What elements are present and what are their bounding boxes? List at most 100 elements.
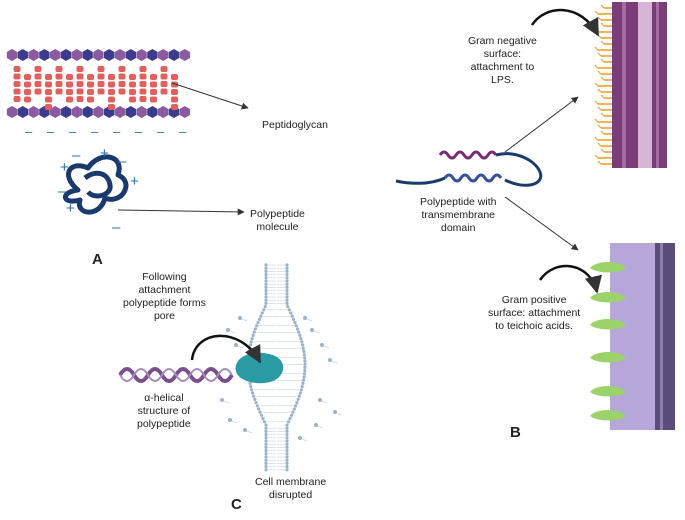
lipid-head — [296, 397, 300, 401]
peptide-bead — [76, 66, 84, 72]
arrow-to-peptidoglycan — [171, 82, 249, 110]
glycan-hexagon — [17, 106, 28, 118]
negative-charge-sign: – — [113, 124, 121, 139]
peptide-bead — [97, 88, 105, 95]
lipid-head — [264, 461, 268, 465]
lipid-head — [252, 394, 256, 398]
lipid-fragment-tail — [313, 330, 320, 334]
lipid-head — [264, 279, 268, 283]
lipid-head — [264, 439, 268, 443]
glycan-hexagon — [158, 49, 169, 61]
peptide-bead — [171, 74, 178, 80]
lipid-head — [264, 449, 268, 453]
arrow-to-gram-negative — [504, 96, 579, 153]
teichoic-acid — [590, 319, 626, 330]
lipid-head — [303, 362, 307, 366]
lps-branch — [597, 16, 602, 21]
glycan-hexagon — [6, 49, 18, 61]
peptide-bead — [139, 73, 147, 80]
glycan-hexagon — [125, 106, 136, 118]
peptide-bead — [66, 96, 73, 103]
lipid-head — [253, 397, 257, 401]
lipid-head — [264, 445, 268, 449]
glycan-hexagon — [147, 106, 158, 118]
lipid-head — [303, 369, 307, 373]
lipid-head — [285, 273, 289, 277]
peptide-bead — [24, 96, 31, 103]
lipid-head — [253, 327, 258, 331]
lipid-head — [294, 404, 298, 408]
lps-branch — [594, 136, 599, 141]
lipid-head — [288, 417, 292, 421]
lipid-fragment-tail — [237, 345, 244, 349]
lipid-fragment-tail — [336, 412, 343, 416]
glycan-hexagon — [17, 49, 28, 61]
peptide-bead — [171, 89, 178, 95]
polypeptide-charges: +–+–++–– — [58, 145, 139, 236]
lipid-head — [264, 266, 268, 270]
lipid-fragment-tail — [229, 330, 236, 334]
lipid-fragment — [320, 343, 324, 347]
negative-charge-sign: – — [179, 124, 187, 139]
curved-arrow-gram-negative — [530, 8, 600, 37]
peptide-bead — [66, 74, 73, 80]
negative-charge-sign: – — [112, 219, 121, 236]
lipid-fragment-tail — [306, 318, 313, 322]
peptide-bead — [139, 96, 147, 102]
lipid-head — [299, 337, 303, 341]
lps-branch — [600, 58, 605, 63]
lipid-head — [285, 436, 289, 440]
lipid-head — [300, 385, 304, 389]
lipid-head — [264, 426, 268, 430]
peptide-bead — [97, 81, 105, 87]
lipid-fragment — [303, 316, 307, 320]
peptide-bead — [76, 96, 84, 102]
lipid-head — [285, 433, 289, 437]
lps-branch — [594, 46, 599, 51]
lipid-fragment — [243, 428, 247, 432]
lipid-head — [285, 295, 289, 299]
lipid-head — [252, 330, 256, 334]
lipid-head — [293, 321, 297, 325]
peptide-bead — [108, 104, 115, 110]
lipid-head — [303, 365, 307, 369]
lps-branch — [600, 112, 605, 117]
lps-branch — [597, 88, 602, 93]
lipid-head — [264, 289, 268, 293]
lipid-head — [285, 279, 289, 283]
glycan-hexagon — [136, 106, 147, 118]
peptide-bead — [13, 88, 21, 95]
peptide-bead — [34, 66, 42, 72]
lipid-head — [297, 394, 301, 398]
lipid-fragment-tail — [317, 425, 324, 429]
peptidoglycan-charges: –––––––– — [25, 124, 187, 139]
peptide-bead — [171, 104, 178, 110]
curved-arrow-pore — [190, 334, 262, 364]
lps-branch — [597, 34, 602, 39]
peptide-bead — [87, 89, 94, 95]
lps-branch — [600, 148, 605, 153]
peptide-bead — [34, 73, 42, 80]
lipid-head — [264, 292, 268, 296]
peptide-bead — [76, 81, 84, 87]
lipid-fragment-tail — [241, 318, 248, 322]
peptide-bead — [129, 74, 136, 80]
lipid-head — [264, 298, 268, 302]
lipid-head — [264, 295, 268, 299]
positive-charge-sign: + — [130, 173, 139, 190]
panel-label-c: C — [231, 496, 242, 513]
lps-branch — [594, 64, 599, 69]
lipid-fragment-tail — [321, 400, 328, 404]
panel-label-b: B — [510, 424, 521, 441]
glycan-hexagon — [71, 49, 82, 61]
label-polypeptide-molecule: Polypeptide molecule — [250, 208, 305, 233]
lipid-head — [259, 413, 264, 417]
lps-branch — [594, 118, 599, 123]
negative-charge-sign: – — [72, 147, 81, 164]
lipid-fragment-tail — [301, 438, 308, 442]
lps-branch — [597, 124, 602, 129]
label-cell-membrane: Cell membrane disrupted — [255, 476, 327, 501]
lipid-head — [287, 308, 291, 312]
lps-branch — [597, 52, 602, 57]
lipid-head — [251, 333, 255, 337]
